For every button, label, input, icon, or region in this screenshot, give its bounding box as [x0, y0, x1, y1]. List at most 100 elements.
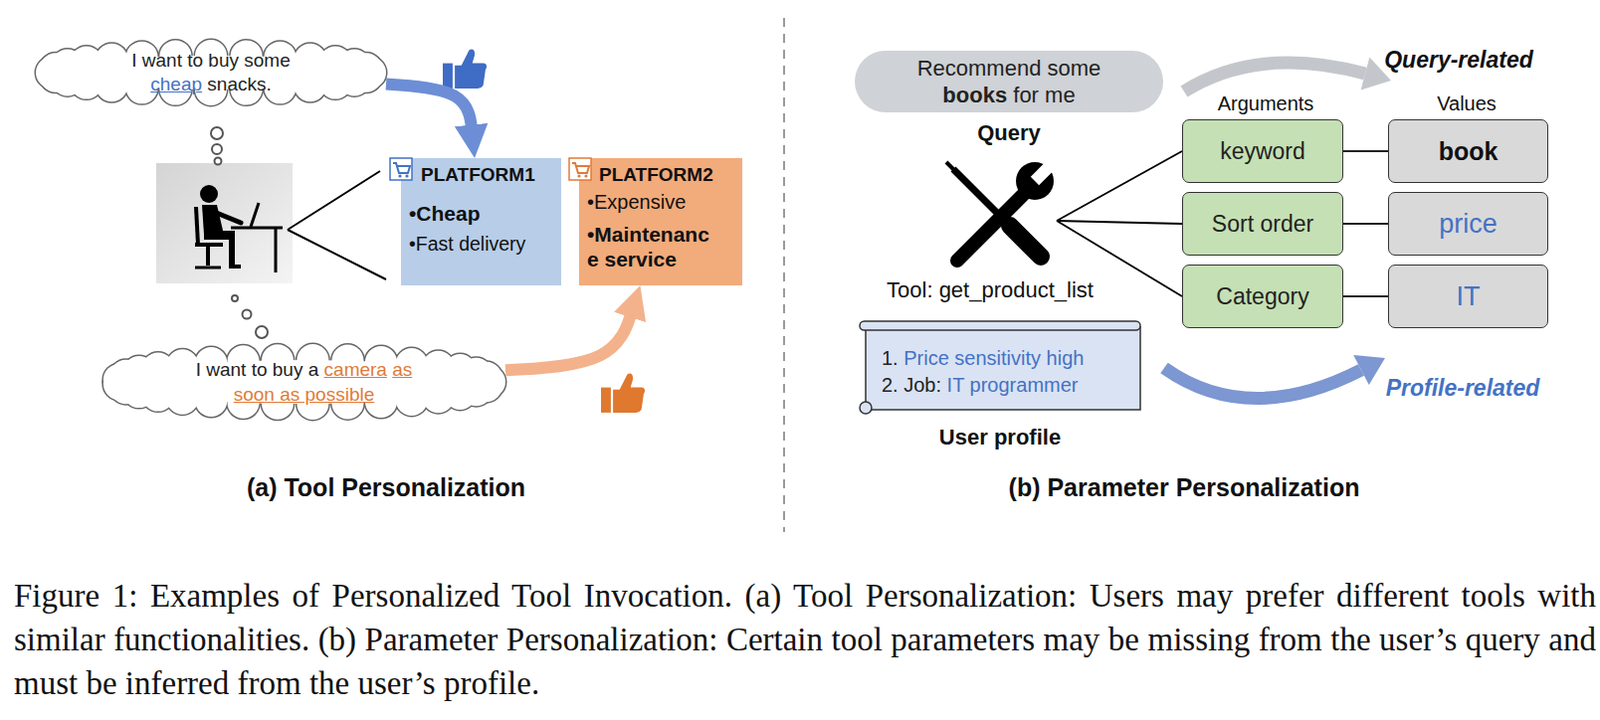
- thought-dots: [210, 127, 268, 339]
- platform-feature: •Maintenance service: [587, 221, 719, 272]
- platform-feature: •Cheap: [408, 201, 560, 226]
- thumbs-up-icon: [600, 374, 645, 413]
- profile-item: 2. Job: IT programmer: [881, 372, 1143, 400]
- figure-caption: Figure 1: Examples of Personalized Tool …: [13, 574, 1597, 706]
- thought-cloud: I want to buy some cheap snacks.: [35, 39, 387, 106]
- column-header: Arguments: [1217, 92, 1315, 116]
- chair-back: [196, 206, 199, 245]
- choice-line: [287, 229, 387, 280]
- platform-title: PLATFORM1: [408, 164, 560, 187]
- platform-feature: •Expensive: [587, 190, 741, 214]
- person-arm: [213, 211, 241, 223]
- cart-icon-wheel: [404, 174, 408, 178]
- text-run: •Cheap: [408, 201, 481, 225]
- connector-line: [1343, 150, 1389, 153]
- person-background: [156, 163, 293, 284]
- text-run: User profile: [939, 424, 1061, 450]
- argument-box: Category: [1182, 264, 1344, 329]
- node-text: book: [1438, 137, 1499, 167]
- cloud-outline: [103, 344, 506, 420]
- text-run: [387, 359, 393, 381]
- person-icon: [156, 163, 293, 284]
- cloud-outline: [35, 39, 387, 106]
- text-run: for me: [1006, 82, 1075, 108]
- text-run: •Expensive: [587, 191, 686, 213]
- tool-line: [1056, 151, 1183, 221]
- text-run: •Fast delivery: [408, 232, 526, 255]
- node-text: Sort order: [1211, 210, 1314, 238]
- cart-icon-box: [569, 158, 592, 181]
- thought-dot: [211, 144, 222, 155]
- thought-dot: [214, 158, 222, 166]
- text-run: Recommend some: [917, 55, 1102, 81]
- thought-dot: [242, 310, 252, 320]
- query-text: Recommend some books for me: [909, 54, 1109, 109]
- arrow-head: [1353, 355, 1386, 386]
- profile-item: 1. Price sensitivity high: [881, 345, 1143, 373]
- tool-name: Tool: get_product_list: [886, 277, 1094, 304]
- scroll-sheet: [865, 327, 1141, 410]
- person-foot: [228, 264, 241, 269]
- panel-caption: (b) Parameter Personalization: [1008, 473, 1361, 503]
- cart-icon: [569, 158, 592, 181]
- text-run: camera: [324, 359, 388, 381]
- thought-dot: [210, 127, 223, 140]
- cart-icon: [390, 158, 412, 181]
- connector-line: [1343, 222, 1389, 225]
- text-run: keyword: [1219, 138, 1306, 165]
- text-run: Category: [1215, 283, 1309, 310]
- person-leg: [228, 238, 235, 266]
- text-run: book: [1438, 137, 1499, 166]
- cart-icon-body: [393, 163, 410, 174]
- cloud-core: [118, 360, 490, 404]
- arrow-shaft: [1164, 368, 1362, 400]
- query-bubble: Recommend some books for meQuery: [854, 50, 1164, 113]
- thought-dot: [231, 295, 238, 302]
- text-run: Price sensitivity high: [903, 347, 1084, 370]
- cart-icon-body: [572, 163, 590, 174]
- scroll-curl: [859, 401, 872, 414]
- choice-line: [287, 171, 381, 230]
- argument-box: keyword: [1182, 119, 1344, 184]
- text-run: IT: [1456, 281, 1481, 312]
- connector-arrow: [505, 307, 633, 371]
- cloud-fill: [103, 344, 506, 420]
- profile-related-arrow: [1164, 355, 1386, 400]
- text-run: Query: [977, 120, 1041, 146]
- text-run: PLATFORM2: [599, 164, 714, 186]
- connector-line: [1343, 295, 1389, 298]
- text-run: PLATFORM1: [420, 164, 536, 186]
- platform-box: PLATFORM2 •Expensive •Maintenance service: [579, 158, 743, 286]
- cart-icon-box: [390, 158, 412, 181]
- arrow-label: Profile-related: [1386, 375, 1541, 402]
- text-run: I want to buy a: [196, 359, 325, 381]
- thought-dot: [255, 326, 268, 339]
- text-run: price: [1438, 208, 1498, 239]
- platform-feature: •Fast delivery: [408, 232, 560, 256]
- text-run: snacks.: [201, 73, 272, 95]
- node-text: Category: [1215, 283, 1309, 311]
- edge-group: [386, 84, 1389, 372]
- arrow-shaft: [1184, 62, 1366, 92]
- thought-cloud: I want to buy a camera as soon as possib…: [102, 344, 506, 420]
- cart-icon-wheel: [584, 174, 588, 178]
- tool-lines: [1056, 151, 1183, 297]
- laptop-screen: [250, 202, 259, 227]
- text-run: books: [942, 82, 1007, 108]
- cloud-shape: [35, 39, 387, 106]
- text-run: •Maintenance service: [587, 222, 710, 271]
- profile-heading: User profile: [857, 424, 1143, 451]
- chair-base: [195, 266, 221, 270]
- cart-icon-wheel: [398, 174, 401, 178]
- thought-text: I want to buy some cheap snacks.: [111, 48, 311, 97]
- text-run: 1.: [881, 347, 904, 370]
- query-heading: Query: [854, 120, 1164, 147]
- person-torso: [201, 204, 224, 235]
- arrow-label: Query-related: [1384, 46, 1534, 74]
- node-text: price: [1438, 208, 1498, 240]
- person-thigh: [203, 230, 235, 240]
- value-box: book: [1388, 119, 1549, 184]
- cloud-fill: [35, 39, 387, 106]
- thought-text: I want to buy a camera as soon as possib…: [192, 357, 416, 407]
